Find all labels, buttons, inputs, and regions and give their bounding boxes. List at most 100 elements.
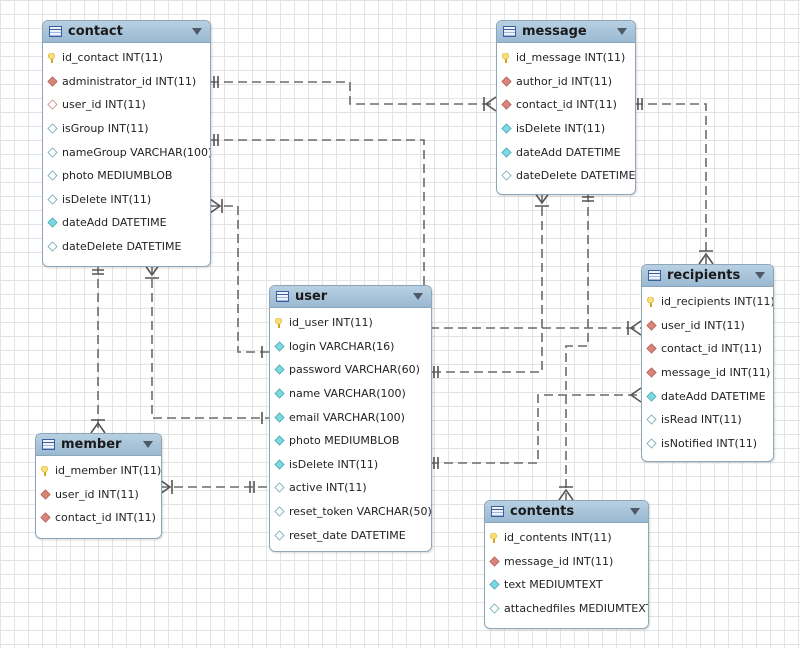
chevron-down-icon[interactable] bbox=[143, 441, 153, 448]
primary-key-icon bbox=[41, 465, 48, 476]
not-null-column-icon bbox=[274, 388, 285, 399]
column-row[interactable]: id_user INT(11) bbox=[270, 311, 431, 335]
table-icon bbox=[503, 26, 516, 37]
relationship-contact-user-login bbox=[210, 205, 270, 353]
column-row[interactable]: login VARCHAR(16) bbox=[270, 335, 431, 359]
column-row[interactable]: id_contents INT(11) bbox=[485, 526, 648, 550]
chevron-down-icon[interactable] bbox=[413, 293, 423, 300]
column-label: isNotified INT(11) bbox=[661, 436, 758, 450]
column-row[interactable]: text MEDIUMTEXT bbox=[485, 573, 648, 597]
chevron-down-icon[interactable] bbox=[630, 508, 640, 515]
one-bar-contact-user bbox=[213, 134, 219, 146]
table-user[interactable]: user id_user INT(11) login VARCHAR(16) p… bbox=[269, 285, 432, 552]
table-header[interactable]: member bbox=[36, 434, 161, 456]
column-label: contact_id INT(11) bbox=[516, 98, 617, 112]
column-label: id_recipients INT(11) bbox=[661, 295, 774, 309]
table-icon bbox=[276, 291, 289, 302]
column-row[interactable]: dateAdd DATETIME bbox=[497, 140, 635, 164]
column-row[interactable]: user_id INT(11) bbox=[43, 93, 210, 117]
crows-foot-contact-bottom bbox=[144, 264, 160, 279]
not-null-column-icon bbox=[274, 435, 285, 446]
table-contact[interactable]: contact id_contact INT(11) administrator… bbox=[42, 20, 211, 267]
column-label: id_contents INT(11) bbox=[504, 531, 612, 545]
column-label: active INT(11) bbox=[289, 481, 367, 495]
chevron-down-icon[interactable] bbox=[192, 28, 202, 35]
table-header[interactable]: user bbox=[270, 286, 431, 308]
not-null-column-icon bbox=[274, 341, 285, 352]
column-row[interactable]: dateAdd DATETIME bbox=[43, 211, 210, 235]
column-row[interactable]: nameGroup VARCHAR(100) bbox=[43, 140, 210, 164]
relationship-user-recipients-lower bbox=[430, 394, 641, 464]
not-null-column-icon bbox=[274, 364, 285, 376]
column-label: reset_date DATETIME bbox=[289, 528, 406, 542]
column-row[interactable]: dateAdd DATETIME bbox=[642, 384, 773, 408]
column-row[interactable]: photo MEDIUMBLOB bbox=[270, 429, 431, 453]
table-header[interactable]: message bbox=[497, 21, 635, 43]
table-header[interactable]: contents bbox=[485, 501, 648, 523]
table-message[interactable]: message id_message INT(11) author_id INT… bbox=[496, 20, 636, 195]
column-row[interactable]: message_id INT(11) bbox=[642, 361, 773, 385]
primary-key-icon bbox=[502, 52, 509, 63]
foreign-key-icon bbox=[646, 367, 657, 378]
nullable-column-icon bbox=[501, 170, 512, 181]
column-row[interactable]: email VARCHAR(100) bbox=[270, 405, 431, 429]
nullable-foreign-key-icon bbox=[47, 99, 58, 111]
column-row[interactable]: photo MEDIUMBLOB bbox=[43, 164, 210, 188]
table-title: user bbox=[295, 289, 328, 304]
column-row[interactable]: isDelete INT(11) bbox=[270, 453, 431, 477]
column-row[interactable]: author_id INT(11) bbox=[497, 70, 635, 94]
relationship-contact-user-email bbox=[151, 265, 270, 419]
column-label: nameGroup VARCHAR(100) bbox=[62, 145, 211, 159]
column-row[interactable]: isRead INT(11) bbox=[642, 408, 773, 432]
column-label: photo MEDIUMBLOB bbox=[289, 434, 400, 448]
column-row[interactable]: id_contact INT(11) bbox=[43, 46, 210, 70]
column-row[interactable]: reset_token VARCHAR(50) bbox=[270, 500, 431, 524]
chevron-down-icon[interactable] bbox=[755, 272, 765, 279]
column-row[interactable]: active INT(11) bbox=[270, 476, 431, 500]
foreign-key-icon bbox=[501, 76, 512, 87]
table-contents[interactable]: contents id_contents INT(11) message_id … bbox=[484, 500, 649, 629]
column-label: isDelete INT(11) bbox=[516, 122, 606, 136]
column-row[interactable]: dateDelete DATETIME bbox=[43, 235, 210, 259]
column-label: message_id INT(11) bbox=[504, 554, 614, 568]
column-row[interactable]: attachedfiles MEDIUMTEXT bbox=[485, 597, 648, 621]
column-label: login VARCHAR(16) bbox=[289, 339, 395, 353]
column-row[interactable]: isGroup INT(11) bbox=[43, 117, 210, 141]
table-header[interactable]: recipients bbox=[642, 265, 773, 287]
nullable-column-icon bbox=[274, 530, 285, 541]
column-row[interactable]: user_id INT(11) bbox=[36, 483, 161, 507]
table-recipients[interactable]: recipients id_recipients INT(11) user_id… bbox=[641, 264, 774, 462]
foreign-key-icon bbox=[40, 489, 51, 500]
column-row[interactable]: message_id INT(11) bbox=[485, 550, 648, 574]
chevron-down-icon[interactable] bbox=[617, 28, 627, 35]
table-icon bbox=[49, 26, 62, 37]
column-label: id_user INT(11) bbox=[289, 316, 373, 330]
table-icon bbox=[491, 506, 504, 517]
column-row[interactable]: name VARCHAR(100) bbox=[270, 382, 431, 406]
column-label: text MEDIUMTEXT bbox=[504, 578, 603, 592]
table-header[interactable]: contact bbox=[43, 21, 210, 43]
table-icon bbox=[648, 270, 661, 281]
column-row[interactable]: administrator_id INT(11) bbox=[43, 70, 210, 94]
foreign-key-icon bbox=[40, 512, 51, 524]
one-bar-user-member bbox=[249, 481, 255, 493]
column-row[interactable]: id_message INT(11) bbox=[497, 46, 635, 70]
column-row[interactable]: user_id INT(11) bbox=[642, 314, 773, 338]
column-row[interactable]: reset_date DATETIME bbox=[270, 523, 431, 547]
column-row[interactable]: isNotified INT(11) bbox=[642, 432, 773, 456]
not-null-column-icon bbox=[274, 412, 285, 423]
column-row[interactable]: isDelete INT(11) bbox=[43, 188, 210, 212]
column-row[interactable]: contact_id INT(11) bbox=[36, 506, 161, 530]
table-member[interactable]: member id_member INT(11) user_id INT(11)… bbox=[35, 433, 162, 539]
table-title: message bbox=[522, 24, 587, 39]
column-row[interactable]: id_member INT(11) bbox=[36, 459, 161, 483]
column-row[interactable]: dateDelete DATETIME bbox=[497, 164, 635, 188]
column-row[interactable]: isDelete INT(11) bbox=[497, 117, 635, 141]
column-row[interactable]: password VARCHAR(60) bbox=[270, 358, 431, 382]
not-null-column-icon bbox=[47, 217, 58, 229]
column-row[interactable]: contact_id INT(11) bbox=[642, 337, 773, 361]
column-label: isRead INT(11) bbox=[661, 413, 742, 427]
column-row[interactable]: id_recipients INT(11) bbox=[642, 290, 773, 314]
column-row[interactable]: contact_id INT(11) bbox=[497, 93, 635, 117]
